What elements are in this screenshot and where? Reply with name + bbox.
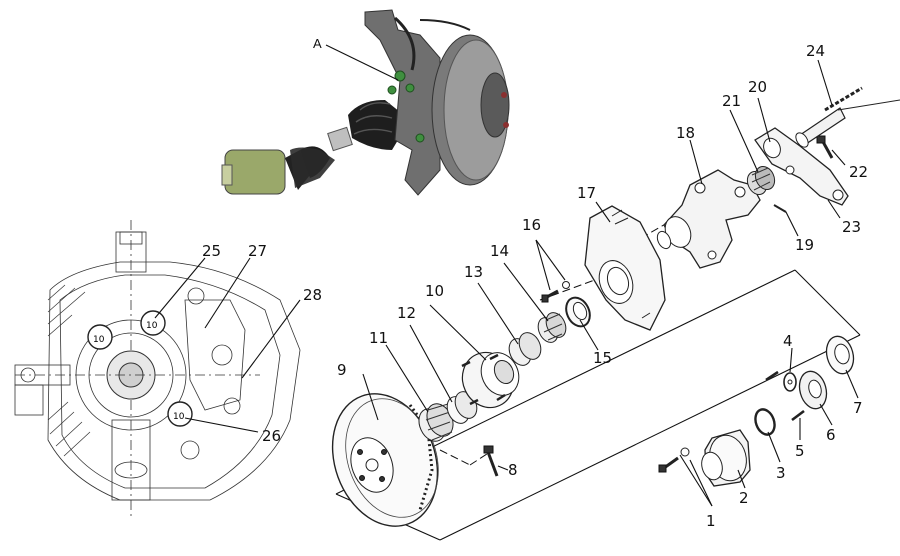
label-17: 17 — [577, 184, 596, 202]
label-4: 4 — [783, 332, 793, 350]
label-7: 7 — [853, 399, 863, 417]
part-splash-shield — [584, 205, 666, 331]
label-10: 10 — [425, 282, 444, 300]
part-bearing-14 — [537, 312, 567, 343]
label-8: 8 — [508, 461, 518, 479]
label-19: 19 — [795, 236, 814, 254]
part-washer-4 — [783, 372, 797, 392]
part-seal-15 — [565, 296, 591, 328]
label-28: 28 — [303, 286, 322, 304]
part-bolt-22 — [816, 135, 834, 159]
part-bolt-8 — [483, 445, 499, 477]
label-2: 2 — [739, 489, 749, 507]
bolt-mark-lower: 10 — [173, 412, 185, 422]
label-27: 27 — [248, 242, 267, 260]
label-12: 12 — [397, 304, 416, 322]
leader-lines — [362, 59, 859, 507]
part-steering-arm — [754, 127, 849, 206]
part-bearing-13 — [508, 332, 542, 366]
part-steering-knuckle — [656, 169, 761, 269]
assembly-photo: A — [221, 9, 510, 196]
part-bearing-11 — [418, 403, 454, 442]
label-1: 1 — [706, 512, 716, 530]
knuckle-section-view: 10 10 10 25 27 28 26 — [14, 220, 322, 520]
part-hub-10 — [461, 351, 520, 409]
label-11: 11 — [369, 329, 388, 347]
part-bolt-16 — [541, 281, 570, 303]
part-number-labels: 9 10 11 12 13 14 15 16 17 18 19 20 21 22… — [337, 42, 868, 530]
label-20: 20 — [748, 78, 767, 96]
label-26: 26 — [262, 427, 281, 445]
part-screw-5 — [765, 370, 805, 422]
part-gasket-7 — [825, 335, 855, 375]
label-24: 24 — [806, 42, 825, 60]
label-6: 6 — [826, 426, 836, 444]
part-brake-disc — [331, 393, 439, 527]
bolt-mark-upper-left: 10 — [93, 335, 105, 345]
part-bushing-21 — [746, 165, 776, 196]
label-3: 3 — [776, 464, 786, 482]
label-21: 21 — [722, 92, 741, 110]
label-5: 5 — [795, 442, 805, 460]
part-bolt-1 — [658, 447, 690, 473]
label-22: 22 — [849, 163, 868, 181]
label-23: 23 — [842, 218, 861, 236]
label-18: 18 — [676, 124, 695, 142]
part-flange-6 — [798, 370, 828, 410]
photo-label-a: A — [313, 36, 322, 51]
label-15: 15 — [593, 349, 612, 367]
label-13: 13 — [464, 263, 483, 281]
part-pin-19 — [773, 204, 787, 213]
bolt-mark-upper-right: 10 — [146, 321, 158, 331]
label-16: 16 — [522, 216, 541, 234]
part-snap-ring — [754, 408, 776, 436]
part-hub-cap — [701, 429, 751, 487]
part-tie-rod — [795, 86, 900, 148]
label-14: 14 — [490, 242, 509, 260]
label-25: 25 — [202, 242, 221, 260]
label-9: 9 — [337, 361, 347, 379]
